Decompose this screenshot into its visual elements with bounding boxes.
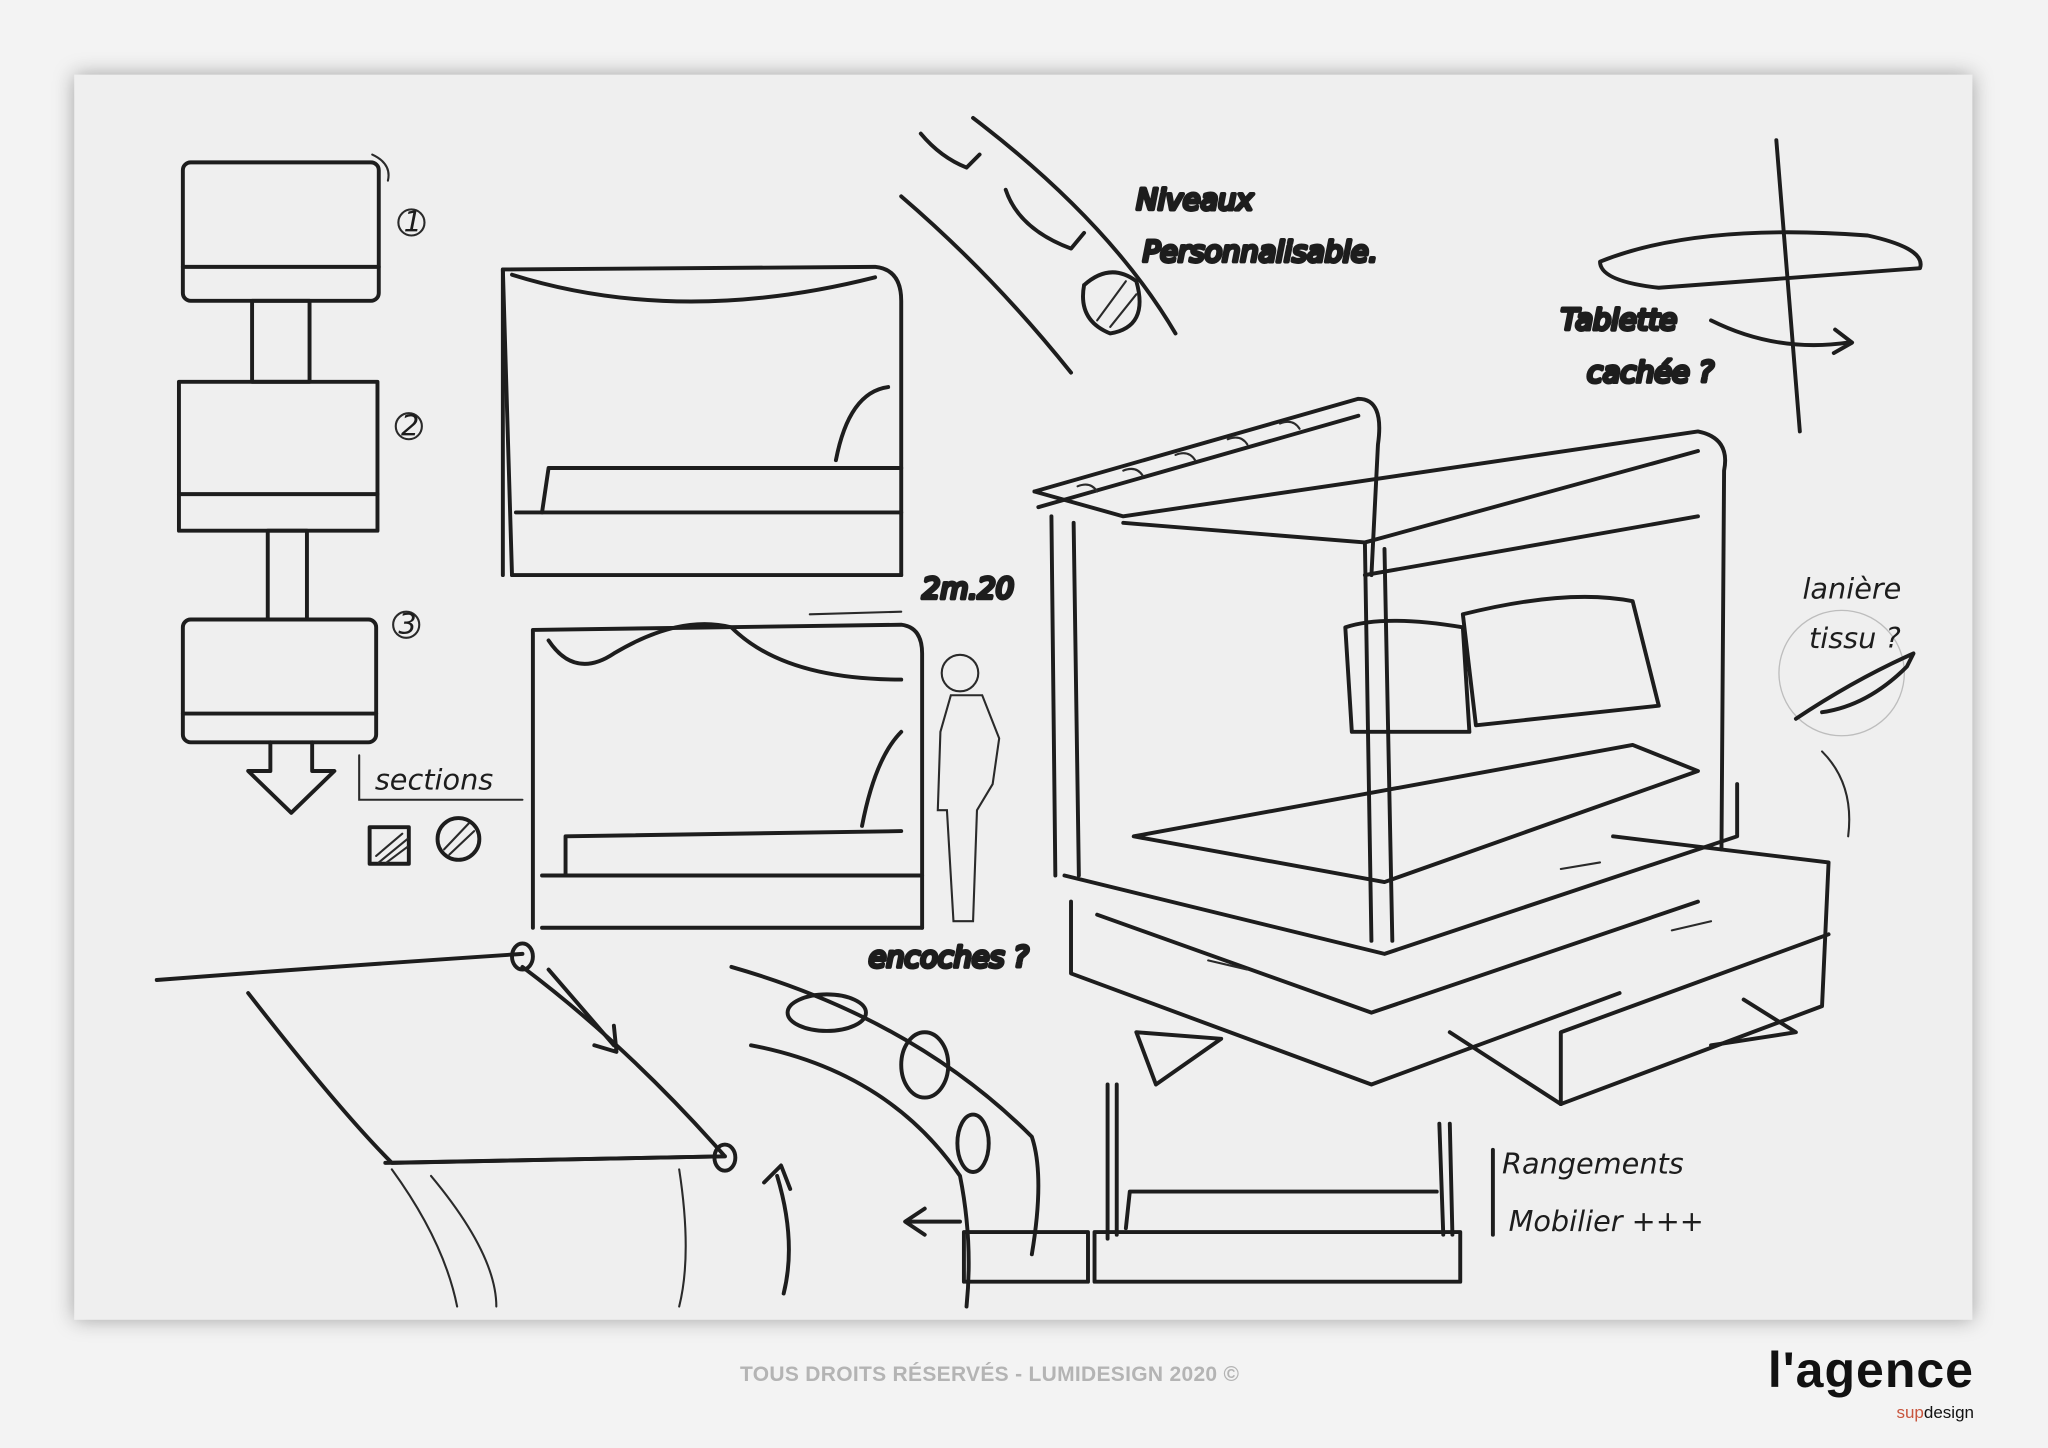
niveaux-label: Niveaux [1136, 182, 1254, 216]
laniere-detail: lanière tissu ? [1778, 572, 1916, 838]
fabric-roll-detail [154, 941, 793, 1308]
cachee-label: cachée ? [1587, 355, 1714, 389]
encoches-detail: encoches ? [729, 938, 1041, 1309]
bed-front-view [903, 1082, 1463, 1284]
tissu-label: tissu ? [1809, 621, 1901, 655]
human-figure-scale [936, 653, 1001, 923]
step-2-label: 2 [401, 408, 419, 442]
niveaux-detail: Niveaux Personnalisable. [899, 116, 1380, 375]
rangements-label: Rangements [1502, 1146, 1684, 1180]
sections-stack-drawing [176, 153, 390, 815]
canopy-bed-perspective [1032, 396, 1831, 1107]
tablette-label: Tablette [1561, 303, 1677, 337]
logo-main-text: l'agence [1767, 1342, 1974, 1398]
bed-side-view-2: 2m.20 [530, 570, 1016, 930]
logo-sub-text: supdesign [1710, 1402, 1974, 1424]
personnalisable-label: Personnalisable. [1143, 235, 1378, 269]
height-dimension-label: 2m.20 [922, 572, 1014, 606]
encoches-label: encoches ? [869, 940, 1029, 974]
sections-legend: sections [358, 754, 524, 866]
logo-sub-rest: design [1923, 1403, 1974, 1422]
rangements-note: Rangements Mobilier +++ [1490, 1146, 1704, 1238]
mobilier-label: Mobilier +++ [1509, 1204, 1704, 1238]
sections-label: sections [375, 762, 493, 796]
agency-logo: l'agence supdesign [1710, 1340, 1974, 1424]
step-markers: 1 2 3 [392, 205, 426, 641]
laniere-label: lanière [1802, 572, 1901, 606]
tablette-detail: Tablette cachée ? [1559, 138, 1923, 434]
copyright-footer: TOUS DROITS RÉSERVÉS - LUMIDESIGN 2020 © [740, 1363, 1240, 1386]
step-3-label: 3 [398, 607, 416, 641]
logo-sub-accent: sup [1896, 1403, 1924, 1422]
paper [74, 74, 1973, 1320]
drawer-arrows [1134, 997, 1798, 1087]
step-1-label: 1 [404, 205, 422, 239]
bed-side-view-1 [500, 264, 904, 578]
